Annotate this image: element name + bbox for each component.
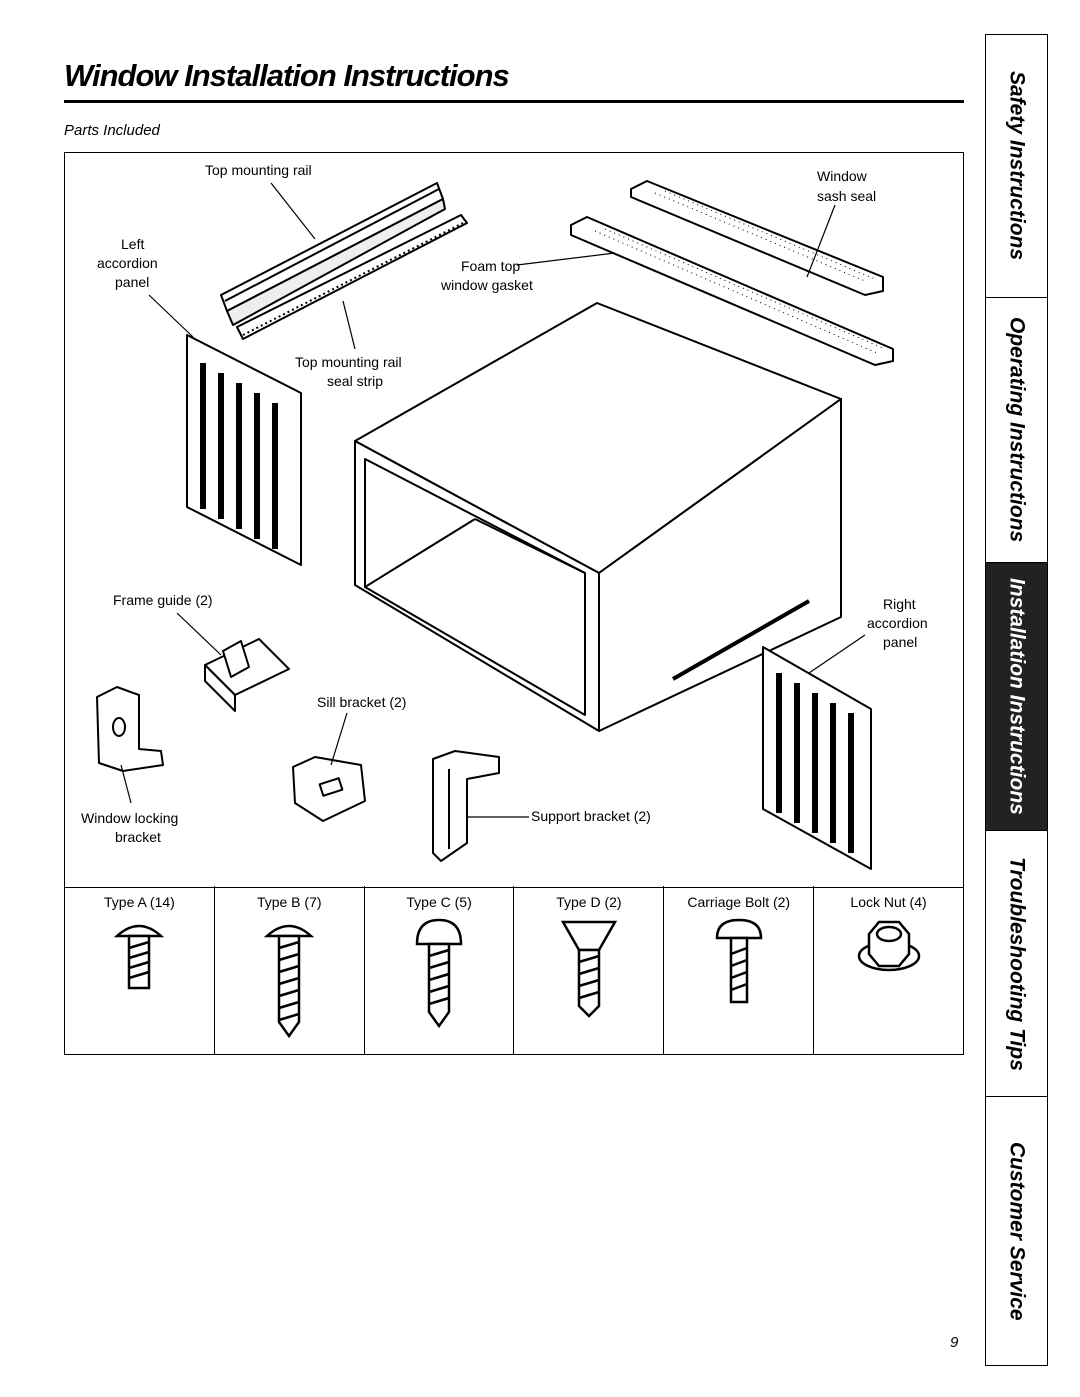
leader-lines	[120, 182, 866, 818]
hardware-cell-type-b: Type B (7)	[213, 886, 364, 1054]
pan-head-screw-short-icon	[114, 924, 165, 990]
round-head-screw-icon	[415, 918, 463, 1029]
tab-troubleshooting-tips[interactable]: Troubleshooting Tips	[986, 831, 1047, 1097]
tab-safety-instructions[interactable]: Safety Instructions	[986, 35, 1047, 298]
window-sash-seal-drawing	[630, 180, 884, 296]
left-accordion-panel-label-1: Left	[121, 236, 145, 252]
right-accordion-panel-label-3: panel	[883, 634, 918, 650]
hardware-cell-type-a: Type A (14)	[65, 886, 214, 1054]
tab-installation-instructions[interactable]: Installation Instructions	[986, 563, 1047, 831]
right-accordion-panel-label-1: Right	[883, 596, 916, 612]
seal-strip-label-1: Top mounting rail	[295, 354, 402, 370]
left-accordion-panel-label-2: accordion	[97, 255, 158, 271]
pan-head-screw-long-icon	[263, 924, 315, 1039]
top-mounting-rail-drawing	[220, 182, 446, 326]
window-locking-bracket-label-2: bracket	[115, 829, 161, 845]
tab-customer-service[interactable]: Customer Service	[986, 1097, 1047, 1365]
window-locking-bracket-label-1: Window locking	[81, 810, 179, 826]
right-accordion-panel-label-2: accordion	[867, 615, 928, 631]
right-accordion-panel-drawing	[762, 646, 872, 870]
flat-head-screw-icon	[560, 920, 618, 1018]
window-locking-bracket-drawing	[96, 686, 164, 772]
frame-guide-label: Frame guide (2)	[113, 592, 213, 608]
title-rule	[64, 100, 964, 103]
left-accordion-panel-drawing	[186, 334, 302, 566]
seal-strip-label-2: seal strip	[327, 373, 384, 389]
support-bracket-label: Support bracket (2)	[531, 808, 651, 824]
tab-label: Troubleshooting Tips	[1005, 856, 1029, 1071]
hardware-label: Type C (5)	[406, 894, 472, 910]
tab-operating-instructions[interactable]: Operating Instructions	[986, 298, 1047, 563]
section-tabs: Safety Instructions Operating Instructio…	[985, 34, 1048, 1366]
seal-strip-drawing	[236, 214, 468, 340]
left-accordion-panel-label-3: panel	[115, 274, 150, 290]
hardware-cell-lock-nut: Lock Nut (4)	[813, 886, 963, 1054]
section-label: Parts Included	[64, 122, 160, 139]
hardware-label: Type D (2)	[556, 894, 622, 910]
foam-gasket-label-1: Foam top	[461, 258, 521, 274]
window-sash-seal-label-2: sash seal	[817, 188, 877, 204]
frame-guide-drawing	[204, 638, 290, 712]
lock-nut-icon	[857, 920, 920, 972]
hardware-cell-type-d: Type D (2)	[513, 886, 663, 1054]
top-mounting-rail-label: Top mounting rail	[205, 162, 312, 178]
window-sleeve-drawing	[354, 302, 842, 732]
foam-gasket-label-2: window gasket	[441, 277, 533, 293]
hardware-cell-type-c: Type C (5)	[363, 886, 514, 1054]
sill-bracket-drawing	[292, 756, 366, 822]
sill-bracket-label: Sill bracket (2)	[317, 694, 407, 710]
hardware-label: Lock Nut (4)	[850, 894, 927, 910]
tab-label: Operating Instructions	[1005, 317, 1029, 543]
hardware-label: Type B (7)	[256, 894, 322, 910]
tab-label: Safety Instructions	[1005, 71, 1029, 261]
page-number: 9	[950, 1334, 959, 1351]
carriage-bolt-icon	[715, 918, 762, 1004]
tab-label: Customer Service	[1005, 1141, 1029, 1321]
support-bracket-drawing	[432, 750, 500, 862]
parts-diagram: Top mounting rail Window sash seal Left …	[64, 152, 964, 888]
hardware-cell-carriage-bolt: Carriage Bolt (2)	[663, 886, 813, 1054]
tab-label: Installation Instructions	[1005, 578, 1029, 815]
foam-gasket-drawing	[570, 216, 894, 366]
hardware-table: Type A (14) Type B (7) Type C (5) Type D…	[64, 886, 964, 1055]
hardware-label: Carriage Bolt (2)	[687, 894, 791, 910]
parts-illustration	[96, 180, 894, 870]
window-sash-seal-label-1: Window	[817, 168, 867, 184]
page-title: Window Installation Instructions	[64, 58, 510, 93]
hardware-label: Type A (14)	[104, 894, 175, 910]
